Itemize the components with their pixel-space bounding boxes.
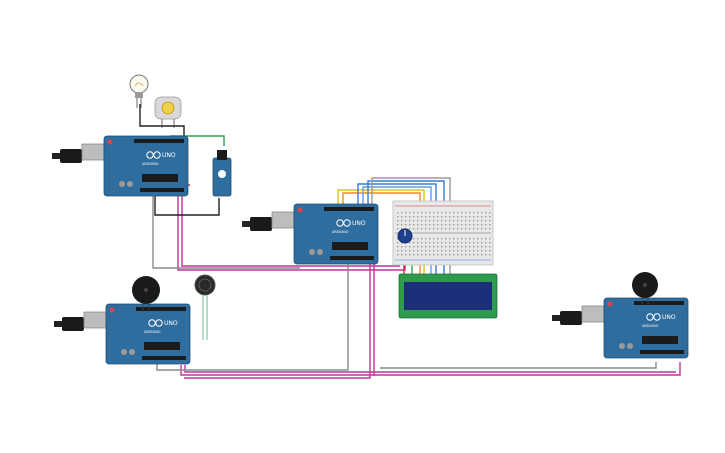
wire-magenta[interactable] (181, 195, 400, 267)
wire-gray[interactable] (156, 262, 349, 371)
arduino-board-4[interactable]: UNO ARDUINO (551, 297, 689, 359)
board-model-label: ARDUINO (642, 324, 659, 328)
board-model-label: ARDUINO (142, 162, 159, 166)
board-brand-label: UNO (662, 314, 676, 321)
wire-gray[interactable] (152, 196, 300, 269)
board-brand-label: UNO (164, 320, 178, 327)
force-sensor-icon[interactable] (194, 274, 216, 340)
wire-magenta[interactable] (184, 262, 371, 379)
arduino-board-1[interactable]: UNO ARDUINO (51, 135, 189, 197)
board-model-label: ARDUINO (332, 230, 349, 234)
piezo-buzzer-icon[interactable] (132, 276, 160, 312)
wire-gray[interactable] (380, 362, 657, 369)
dc-motor-icon[interactable] (154, 96, 182, 128)
arduino-board-3[interactable]: UNO ARDUINO (53, 303, 191, 365)
piezo-buzzer-icon[interactable] (632, 272, 658, 304)
board-brand-label: UNO (352, 220, 366, 227)
wire-black[interactable] (154, 196, 220, 216)
wire-magenta[interactable] (177, 195, 406, 271)
wire-green[interactable] (170, 135, 225, 146)
wire-magenta[interactable] (184, 365, 676, 373)
lcd-display[interactable] (398, 273, 498, 319)
board-brand-label: UNO (162, 152, 176, 159)
breadboard-holes (397, 212, 491, 256)
potentiometer-icon[interactable] (397, 228, 413, 244)
board-model-label: ARDUINO (144, 330, 161, 334)
servo-motor-icon[interactable] (212, 150, 232, 197)
arduino-board-2[interactable]: UNO ARDUINO (241, 203, 379, 265)
light-bulb-icon[interactable] (129, 74, 149, 108)
